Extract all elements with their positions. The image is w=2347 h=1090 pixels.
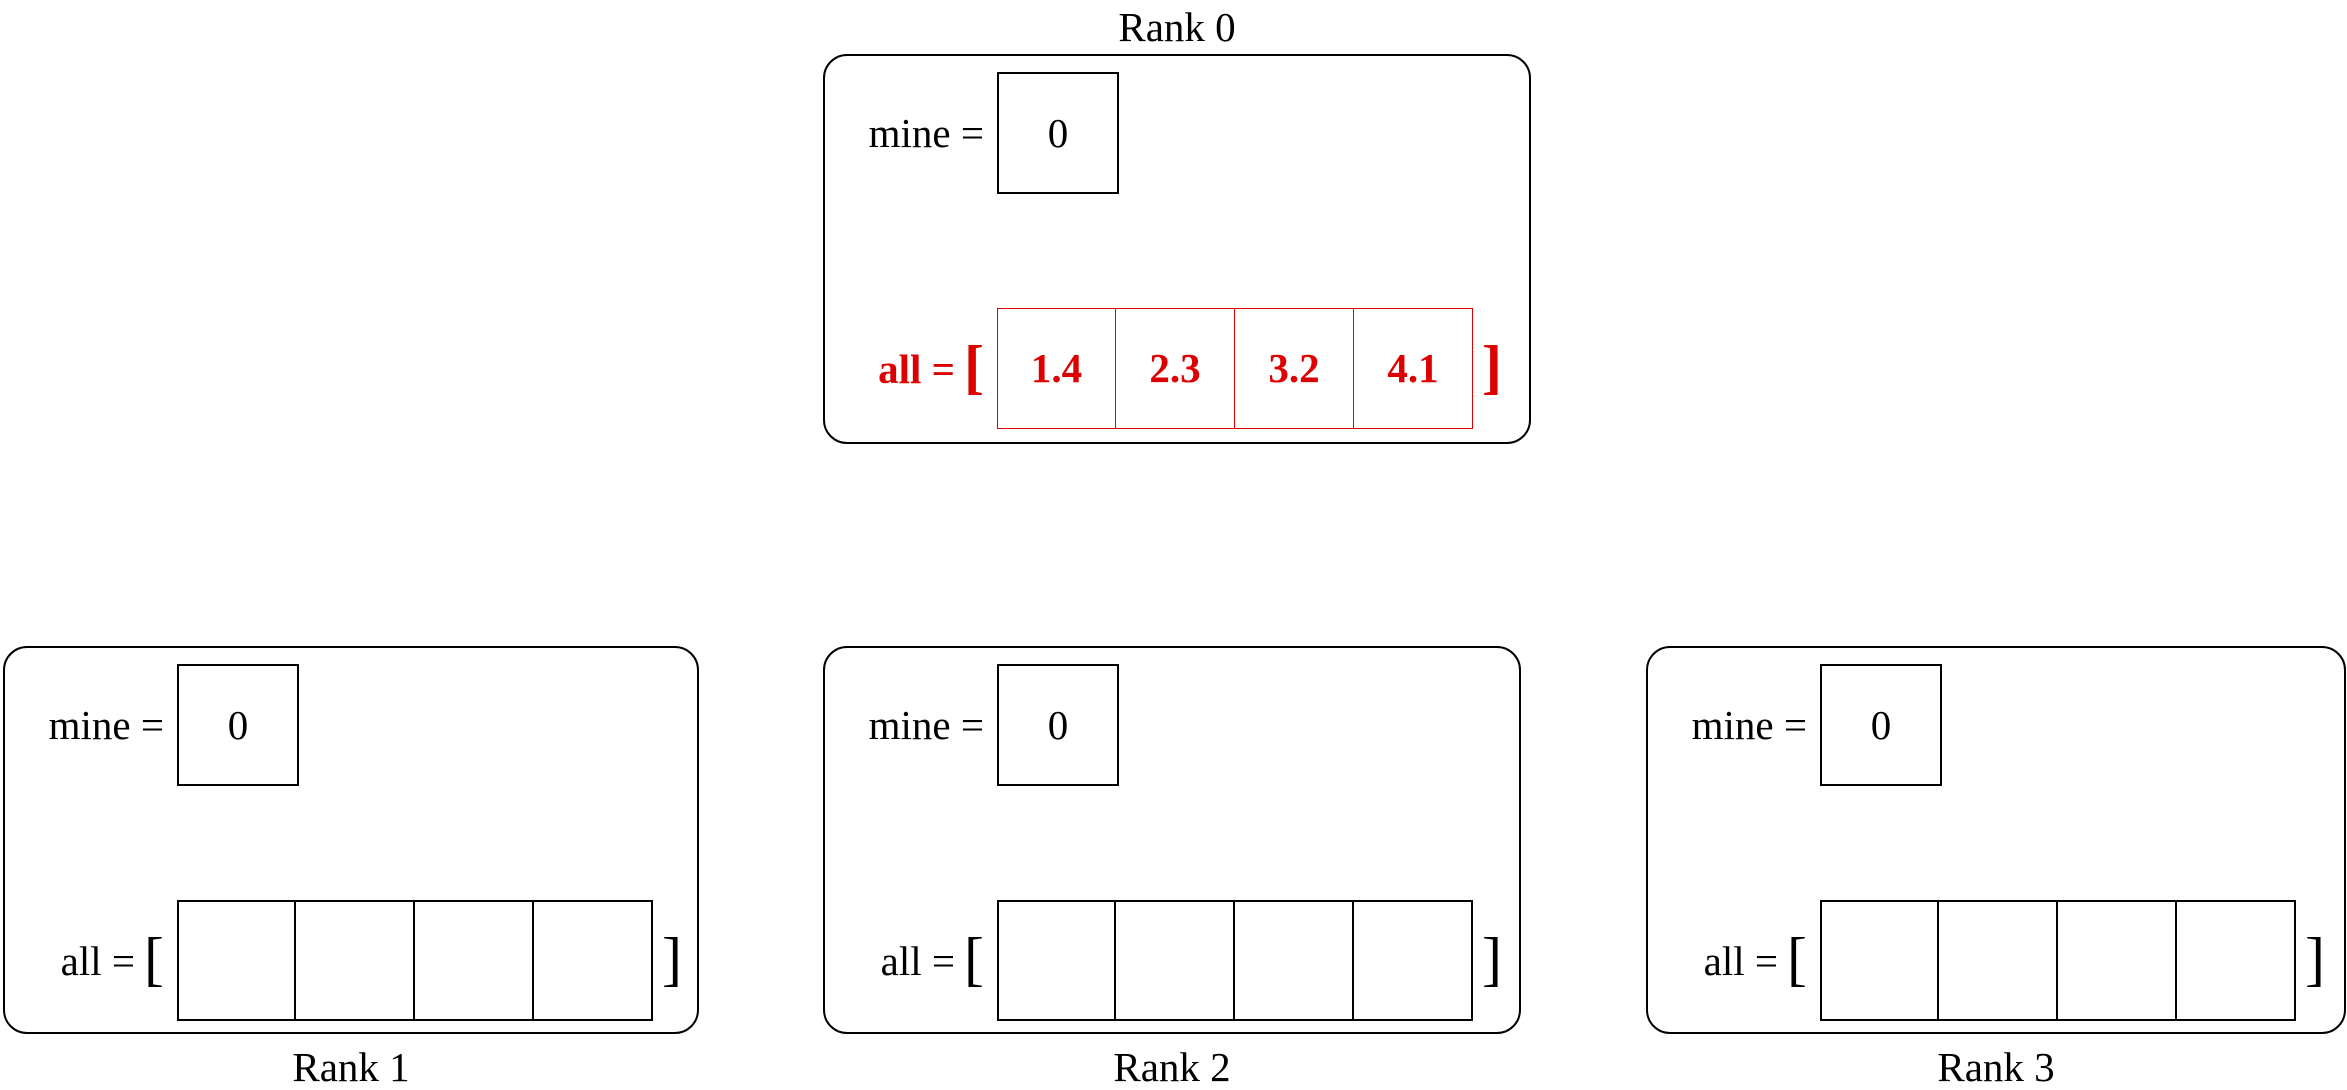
all-label-text: all = [878,345,956,392]
all-label-text: all = [1703,937,1779,984]
rank-0-all-value-1: 2.3 [1149,345,1201,391]
rank-1-all-label: all = [ [5,925,177,992]
rank-2-all-row: all = [ ] [825,900,1502,1021]
rank-0-title: Rank 0 [1118,4,1236,50]
rank-1-title: Rank 1 [292,1043,410,1090]
rank-1-all-cell-3 [534,900,653,1021]
all-open-bracket: [ [964,925,984,992]
all-open-bracket: [ [964,333,984,400]
rank-0-all-cell-2: 3.2 [1235,308,1354,429]
rank-0-all-array: 1.4 2.3 3.2 4.1 [997,308,1473,429]
rank-2-all-cell-1 [1116,900,1235,1021]
rank-2-title: Rank 2 [1113,1043,1231,1090]
all-open-bracket: [ [144,925,164,992]
rank-0-all-value-0: 1.4 [1030,345,1083,391]
rank-0-all-cell-1: 2.3 [1116,308,1235,429]
rank-3-all-label: all = [ [1648,925,1820,992]
rank-3-mine-row: mine = 0 [1648,664,1942,786]
rank-2-all-cell-0 [997,900,1116,1021]
rank-0-mine-cell: 0 [997,72,1119,194]
rank-1-panel: Rank 1 mine = 0 all = [ [3,646,699,1090]
rank-2-panel: Rank 2 mine = 0 all = [ [823,646,1521,1090]
all-close-bracket: ] [2305,925,2325,992]
rank-2-mine-cell: 0 [997,664,1119,786]
rank-0-mine-label: mine = [825,109,997,157]
rank-1-mine-label: mine = [5,701,177,749]
rank-0-all-cell-0: 1.4 [997,308,1116,429]
mine-label-text: mine = [48,702,164,748]
rank-0-all-cell-3: 4.1 [1354,308,1473,429]
rank-3-all-cell-1 [1939,900,2058,1021]
all-label-text: all = [880,937,956,984]
rank-1-mine-value: 0 [227,701,249,748]
rank-3-all-cell-0 [1820,900,1939,1021]
rank-2-all-cell-2 [1235,900,1354,1021]
rank-1-all-cell-2 [415,900,534,1021]
rank-0-all-value-3: 4.1 [1387,345,1439,391]
rank-3-all-cell-3 [2177,900,2296,1021]
rank-2-all-cell-3 [1354,900,1473,1021]
rank-3-panel: Rank 3 mine = 0 all = [ [1646,646,2346,1090]
rank-3-title: Rank 3 [1937,1043,2055,1090]
all-label-text: all = [60,937,136,984]
rank-1-all-array [177,900,653,1021]
rank-2-all-array [997,900,1473,1021]
rank-3-all-cell-2 [2058,900,2177,1021]
rank-0-mine-value: 0 [1047,109,1069,156]
rank-3-all-row: all = [ ] [1648,900,2325,1021]
rank-2-mine-row: mine = 0 [825,664,1119,786]
mine-label-text: mine = [1691,702,1807,748]
rank-3-mine-label: mine = [1648,701,1820,749]
rank-2-mine-value: 0 [1047,701,1069,748]
rank-1-all-cell-0 [177,900,296,1021]
rank-3-all-array [1820,900,2296,1021]
rank-1-all-row: all = [ ] [5,900,682,1021]
rank-3-mine-value: 0 [1870,701,1892,748]
rank-1-all-cell-1 [296,900,415,1021]
rank-0-all-row: all = [ 1.4 2.3 3.2 4.1 ] [825,308,1502,429]
mine-label-text: mine = [868,702,984,748]
all-open-bracket: [ [1787,925,1807,992]
all-close-bracket: ] [1482,925,1502,992]
all-close-bracket: ] [662,925,682,992]
rank-2-mine-label: mine = [825,701,997,749]
rank-1-mine-row: mine = 0 [5,664,299,786]
rank-3-mine-cell: 0 [1820,664,1942,786]
rank-0-all-value-2: 3.2 [1268,345,1320,391]
rank-1-mine-cell: 0 [177,664,299,786]
rank-0-all-label: all = [ [825,333,997,400]
rank-0-panel: Rank 0 mine = 0 all = [ 1.4 2.3 [823,4,1531,444]
mine-label-text: mine = [868,110,984,156]
all-close-bracket: ] [1482,333,1502,400]
rank-2-all-label: all = [ [825,925,997,992]
rank-0-mine-row: mine = 0 [825,72,1119,194]
